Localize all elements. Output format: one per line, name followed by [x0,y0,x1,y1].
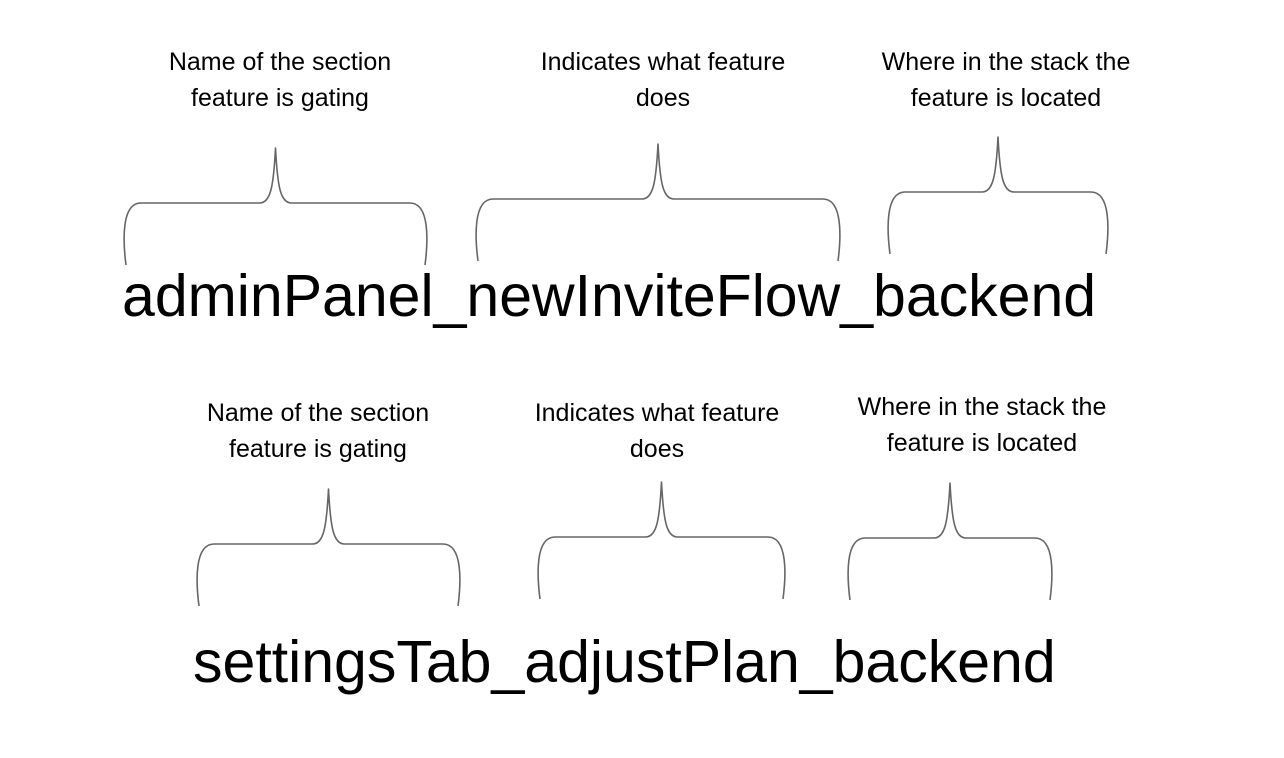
overbrace-icon [123,147,428,266]
annotation-stack-location: Where in the stack the feature is locate… [846,44,1166,116]
feature-flag-name: settingsTab_adjustPlan_backend [193,629,1056,695]
annotation-line: Indicates what feature [534,399,780,427]
overbrace-icon [887,136,1109,255]
feature-flag-name: adminPanel_newInviteFlow_backend [122,263,1097,329]
annotation-feature-purpose: Indicates what feature does [503,44,823,116]
annotation-line: Where in the stack the [881,48,1131,76]
annotation-line: feature is located [910,84,1102,112]
overbrace-icon [475,143,841,262]
overbrace-icon [537,481,786,600]
overbrace-path [847,482,1053,601]
annotation-line: Where in the stack the [857,393,1107,421]
overbrace-path [475,143,841,262]
annotation-feature-purpose: Indicates what feature does [497,395,817,467]
overbrace-path [887,136,1109,255]
annotation-line: feature is gating [229,435,407,463]
annotation-section-name: Name of the section feature is gating [110,44,450,116]
overbrace-icon [196,488,461,607]
overbrace-path [537,481,786,600]
overbrace-path [123,147,428,266]
annotation-line: does [629,435,685,463]
annotation-stack-location: Where in the stack the feature is locate… [822,389,1142,461]
annotation-line: feature is gating [191,84,369,112]
annotation-line: does [635,84,691,112]
overbrace-path [196,488,461,607]
annotation-line: Name of the section [168,48,392,76]
annotation-line: feature is located [886,429,1078,457]
annotation-line: Name of the section [206,399,430,427]
annotation-line: Indicates what feature [540,48,786,76]
annotation-section-name: Name of the section feature is gating [148,395,488,467]
overbrace-icon [847,482,1053,601]
